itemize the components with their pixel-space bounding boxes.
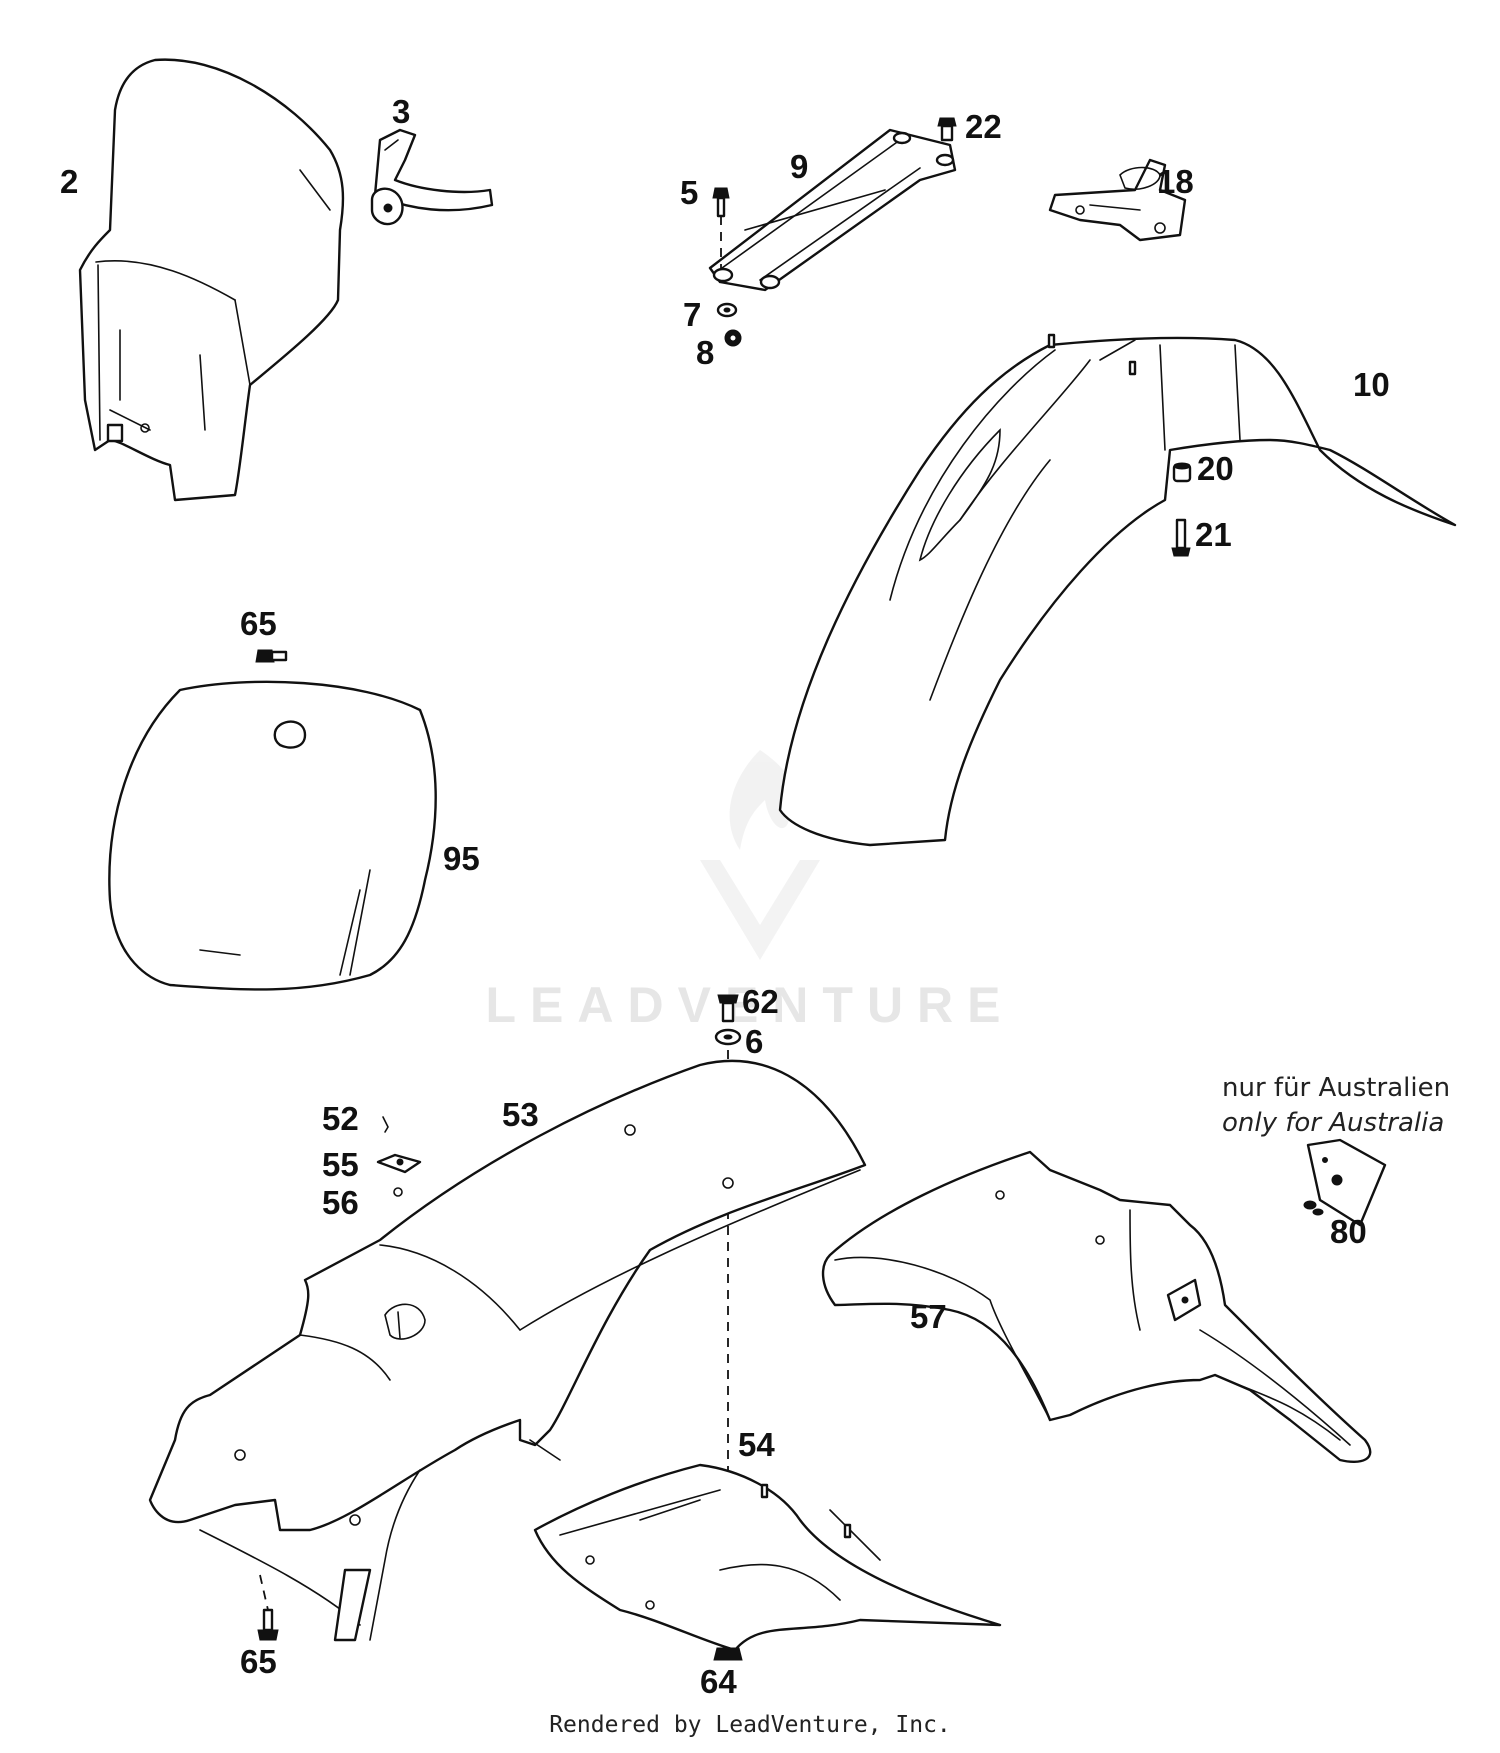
bolt-part-65-top — [255, 649, 288, 663]
clip-part-52 — [382, 1116, 389, 1133]
washer-part-56 — [393, 1187, 403, 1197]
washer-part-6 — [714, 1028, 742, 1046]
bolt-part-65-bottom — [257, 1608, 279, 1641]
callout-52: 52 — [322, 1100, 359, 1137]
callout-53: 53 — [502, 1096, 539, 1133]
callout-20: 20 — [1197, 450, 1234, 487]
mount-line-65 — [259, 1574, 269, 1611]
note-german: nur für Australien — [1222, 1073, 1451, 1103]
front-fender-part-10 — [778, 333, 1457, 847]
callout-80: 80 — [1330, 1213, 1367, 1250]
callout-62: 62 — [742, 983, 779, 1020]
reflector-part-80 — [1303, 1138, 1387, 1227]
callout-18: 18 — [1157, 163, 1194, 200]
callout-64: 64 — [700, 1663, 737, 1700]
inner-fender-part-54 — [533, 1463, 1002, 1652]
bolt-part-62 — [717, 994, 739, 1023]
plate-part-55 — [376, 1153, 422, 1174]
rear-fender-part-53 — [148, 1059, 867, 1642]
callout-55: 55 — [322, 1146, 359, 1183]
callout-3: 3 — [392, 93, 411, 130]
bolt-part-22 — [937, 117, 957, 142]
watermark-logo — [700, 750, 820, 960]
note-english: only for Australia — [1222, 1108, 1445, 1138]
footer-credit: Rendered by LeadVenture, Inc. — [549, 1712, 951, 1738]
watermark-text: LEADVENTURE — [485, 977, 1015, 1033]
callout-54: 54 — [738, 1426, 775, 1463]
nut-part-20 — [1172, 462, 1192, 483]
number-plate-part-95 — [108, 680, 437, 991]
callout-22: 22 — [965, 108, 1002, 145]
headlight-mask-part-2 — [78, 58, 345, 502]
bolt-part-21 — [1171, 518, 1191, 557]
nut-part-64 — [713, 1647, 743, 1661]
callout-6: 6 — [745, 1023, 764, 1060]
bracket-part-9 — [708, 128, 957, 292]
callout-95: 95 — [443, 840, 480, 877]
callout-9: 9 — [790, 148, 809, 185]
callout-21: 21 — [1195, 516, 1232, 553]
clamp-part-3 — [370, 128, 494, 226]
callout-2: 2 — [60, 163, 79, 200]
callout-56: 56 — [322, 1184, 359, 1221]
rear-fender-part-57 — [821, 1150, 1372, 1463]
callout-8: 8 — [696, 334, 715, 371]
plate-part-18 — [1048, 158, 1187, 242]
callout-65-bottom: 65 — [240, 1643, 277, 1680]
callout-7: 7 — [683, 296, 702, 333]
callout-10: 10 — [1353, 366, 1390, 403]
bolt-part-5 — [712, 187, 730, 268]
callout-65-top: 65 — [240, 605, 277, 642]
callout-5: 5 — [680, 174, 699, 211]
callout-57: 57 — [910, 1298, 947, 1335]
washer-part-7 — [716, 302, 738, 318]
nut-part-8 — [724, 329, 742, 347]
